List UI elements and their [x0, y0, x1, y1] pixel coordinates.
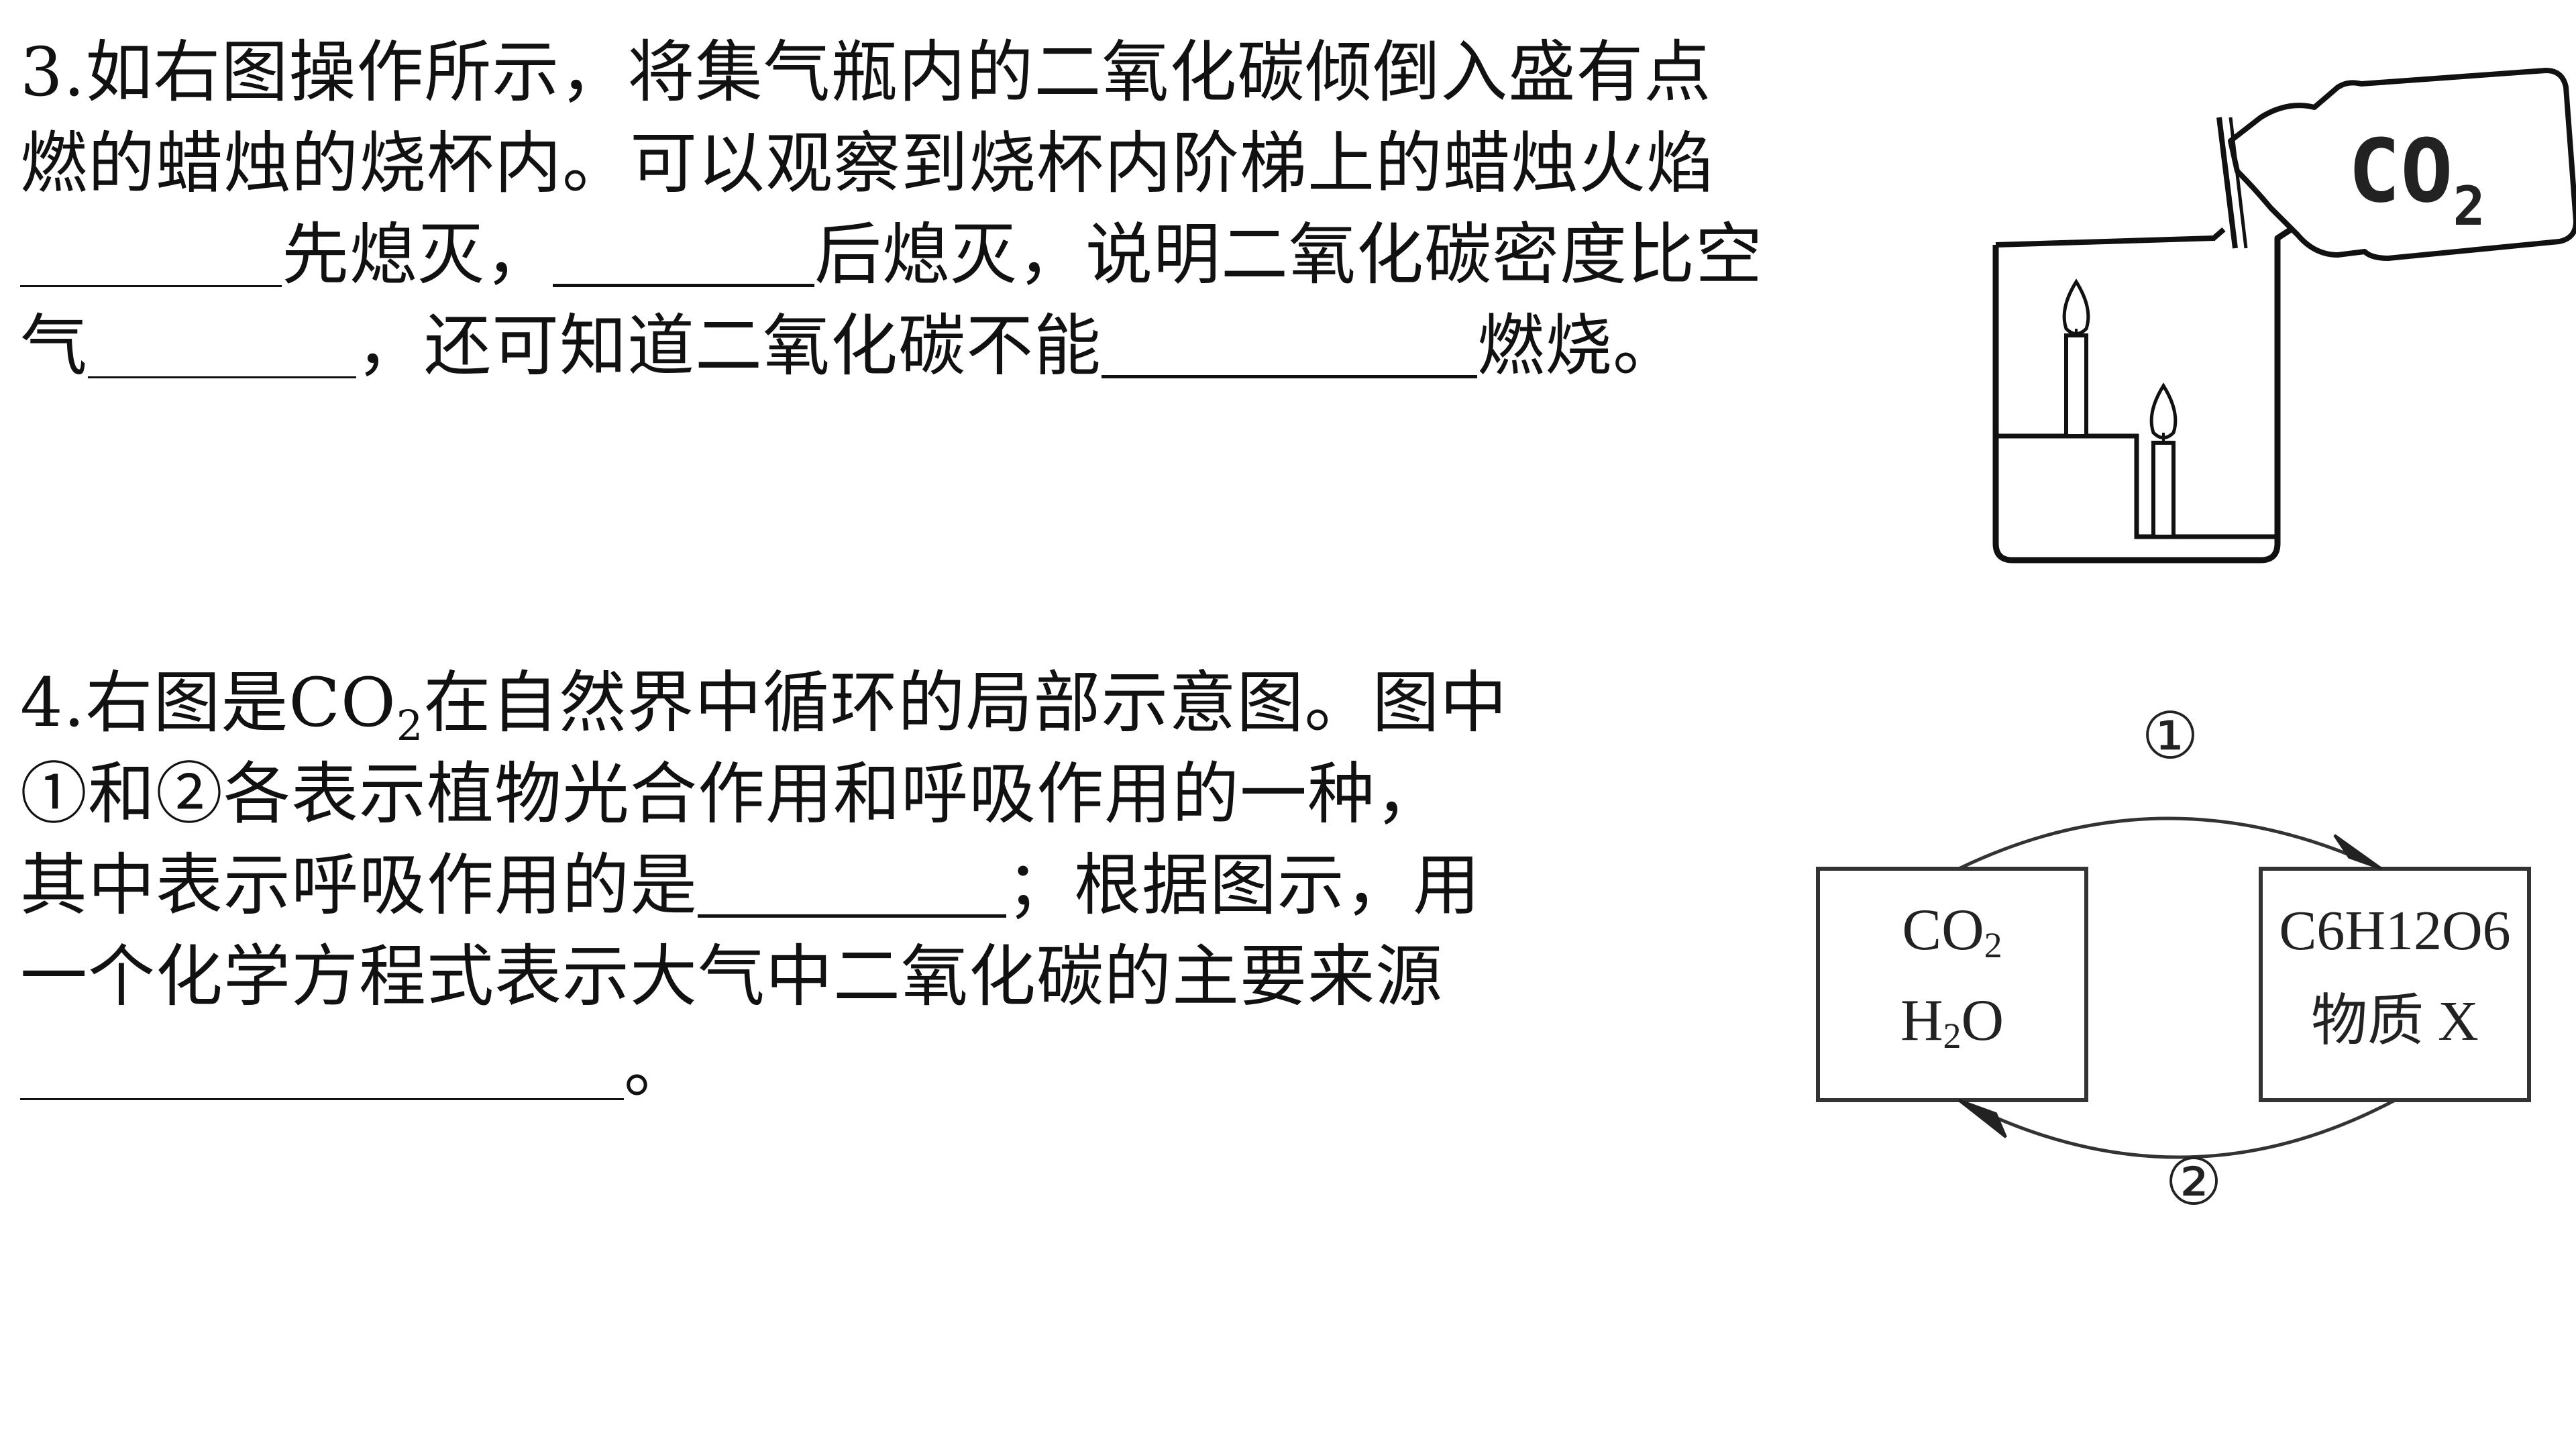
cycle-left-box — [1816, 867, 2088, 1102]
bottle-label: CO2 — [2348, 120, 2485, 237]
q3-blank-3[interactable] — [88, 309, 356, 378]
q4-line-3-a: 其中表示呼吸作用的是 — [20, 846, 698, 924]
q3-blank-4[interactable] — [1102, 308, 1477, 378]
arrow-bottom-label: ② — [2165, 1146, 2222, 1218]
q3-line-3-a: 先熄灭， — [282, 215, 553, 294]
flame-tall-icon — [2062, 278, 2090, 335]
q3-line-3-b: 后熄灭，说明二氧化碳密度比空 — [814, 215, 1763, 294]
q4-line-1-a: 4.右图是CO — [20, 663, 396, 742]
q3-line-2: 燃的蜡烛的烧杯内。可以观察到烧杯内阶梯上的蜡烛火焰 — [20, 124, 1714, 203]
q3-line-1: 3.如右图操作所示，将集气瓶内的二氧化碳倾倒入盛有点 — [20, 33, 1712, 111]
q3-line-4-c: 燃烧。 — [1477, 307, 1680, 385]
arrow-head-top-icon — [2333, 834, 2383, 870]
q4-line-2: ①和②各表示植物光合作用和呼吸作用的一种， — [20, 755, 1443, 833]
left-box-line-2: H2O — [1900, 988, 2004, 1056]
arrow-respiration — [1957, 1098, 2396, 1159]
beaker-step — [1996, 433, 2277, 539]
q4-line-1: 4.右图是CO2在自然界中循环的局部示意图。图中 — [20, 657, 1507, 749]
q4-line-3-b: ；根据图示，用 — [1006, 846, 1481, 924]
q4-line-1-b: 在自然界中循环的局部示意图。图中 — [423, 663, 1508, 742]
q3-figure-beaker: CO2 — [1992, 68, 2576, 564]
q4-line-5: 。 — [20, 1022, 1507, 1114]
q3-blank-2[interactable] — [553, 217, 814, 287]
arrow-photosynthesis — [1957, 816, 2383, 871]
candle-tall — [2064, 333, 2088, 438]
candle-short — [2151, 441, 2176, 539]
q4-blank-2[interactable] — [20, 1031, 624, 1100]
pour-rod — [2216, 117, 2238, 249]
question-3-text: 3.如右图操作所示，将集气瓶内的二氧化碳倾倒入盛有点 燃的蜡烛的烧杯内。可以观察… — [20, 27, 1763, 392]
q3-line-3: 先熄灭， 后熄灭，说明二氧化碳密度比空 — [20, 209, 1763, 301]
q3-line-4-a: 气 — [20, 307, 88, 385]
beaker-rim — [1995, 227, 2226, 248]
q4-line-1-sub: 2 — [396, 701, 424, 750]
cycle-right-box — [2259, 867, 2531, 1102]
beaker-outline — [1992, 227, 2293, 564]
q4-line-4: 一个化学方程式表示大气中二氧化碳的主要来源 — [20, 937, 1443, 1016]
q4-blank-1[interactable] — [698, 847, 1006, 918]
q3-line-4-b: ，还可知道二氧化碳不能 — [356, 307, 1102, 385]
q4-figure-cycle: CO2 H2O C6H12O6 物质 X ① ② — [1816, 700, 2531, 1218]
q3-line-4: 气 ，还可知道二氧化碳不能 燃烧。 — [20, 301, 1763, 392]
q4-line-3: 其中表示呼吸作用的是 ；根据图示，用 — [20, 840, 1507, 931]
right-box-line-2: 物质 X — [2311, 990, 2479, 1053]
question-4-text: 4.右图是CO2在自然界中循环的局部示意图。图中 ①和②各表示植物光合作用和呼吸… — [20, 657, 1507, 1114]
q3-blank-1[interactable] — [20, 218, 282, 287]
flame-short-icon — [2149, 382, 2178, 439]
right-box-line-1: C6H12O6 — [2279, 900, 2510, 962]
arrow-head-bottom-icon — [1957, 1099, 2007, 1138]
co2-bottle — [2228, 68, 2576, 261]
arrow-top-label: ① — [2141, 700, 2199, 772]
left-box-line-1: CO2 — [1902, 898, 2002, 965]
q4-line-5-end: 。 — [624, 1028, 692, 1107]
